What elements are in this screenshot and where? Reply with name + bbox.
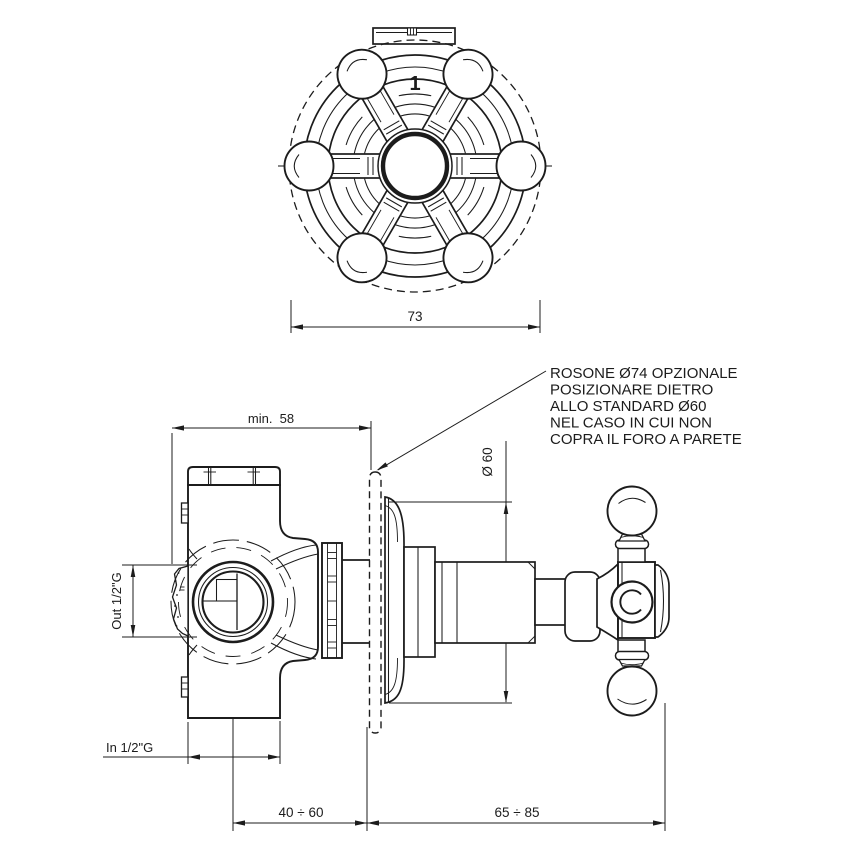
note-line: NEL CASO IN CUI NON — [550, 415, 712, 432]
cartridge-sleeve — [434, 561, 568, 644]
handle-webs — [345, 93, 485, 239]
handle-hub-front — [377, 128, 453, 204]
front-view: 1 73 — [278, 27, 552, 333]
dim-projection-range: 65 ÷ 85 — [495, 805, 540, 820]
note-line: ALLO STANDARD Ø60 — [550, 398, 706, 415]
dim-bottom-ranges: 40 ÷ 60 65 ÷ 85 — [232, 703, 666, 831]
leader-line — [377, 370, 547, 471]
dim-outlet: Out 1/2"G — [109, 564, 197, 638]
front-port — [191, 560, 275, 644]
dim-recess-range: 40 ÷ 60 — [279, 805, 324, 820]
leader-arrow — [376, 462, 388, 471]
handle-balls-front — [283, 48, 547, 284]
wall-plate-dashed — [368, 471, 382, 734]
dim-overall-width: 73 — [290, 300, 541, 333]
outlet-boss — [171, 565, 189, 638]
note-line: POSIZIONARE DIETRO — [550, 382, 713, 399]
inlet-label: In 1/2"G — [106, 740, 153, 755]
dim-min-depth: min. 58 — [171, 411, 372, 564]
dim-inlet: In 1/2"G — [103, 721, 281, 764]
valve-body — [170, 466, 319, 719]
svg-text:Ø 60: Ø 60 — [480, 447, 495, 476]
outlet-label: Out 1/2"G — [109, 572, 124, 629]
note-rosone: ROSONE Ø74 OPZIONALE POSIZIONARE DIETRO … — [376, 365, 742, 471]
note-line: COPRA IL FORO A PARETE — [550, 431, 742, 448]
handle-position-label: 1 — [409, 73, 420, 95]
mounting-tab — [372, 27, 456, 45]
svg-text:min. 58: min. 58 — [248, 411, 294, 426]
section-view: Ø 60 — [103, 365, 742, 831]
cross-handle-side — [564, 485, 670, 717]
escutcheon-side — [384, 496, 436, 704]
note-line: ROSONE Ø74 OPZIONALE — [550, 365, 738, 382]
svg-text:73: 73 — [407, 309, 422, 324]
threaded-collar — [321, 542, 370, 659]
